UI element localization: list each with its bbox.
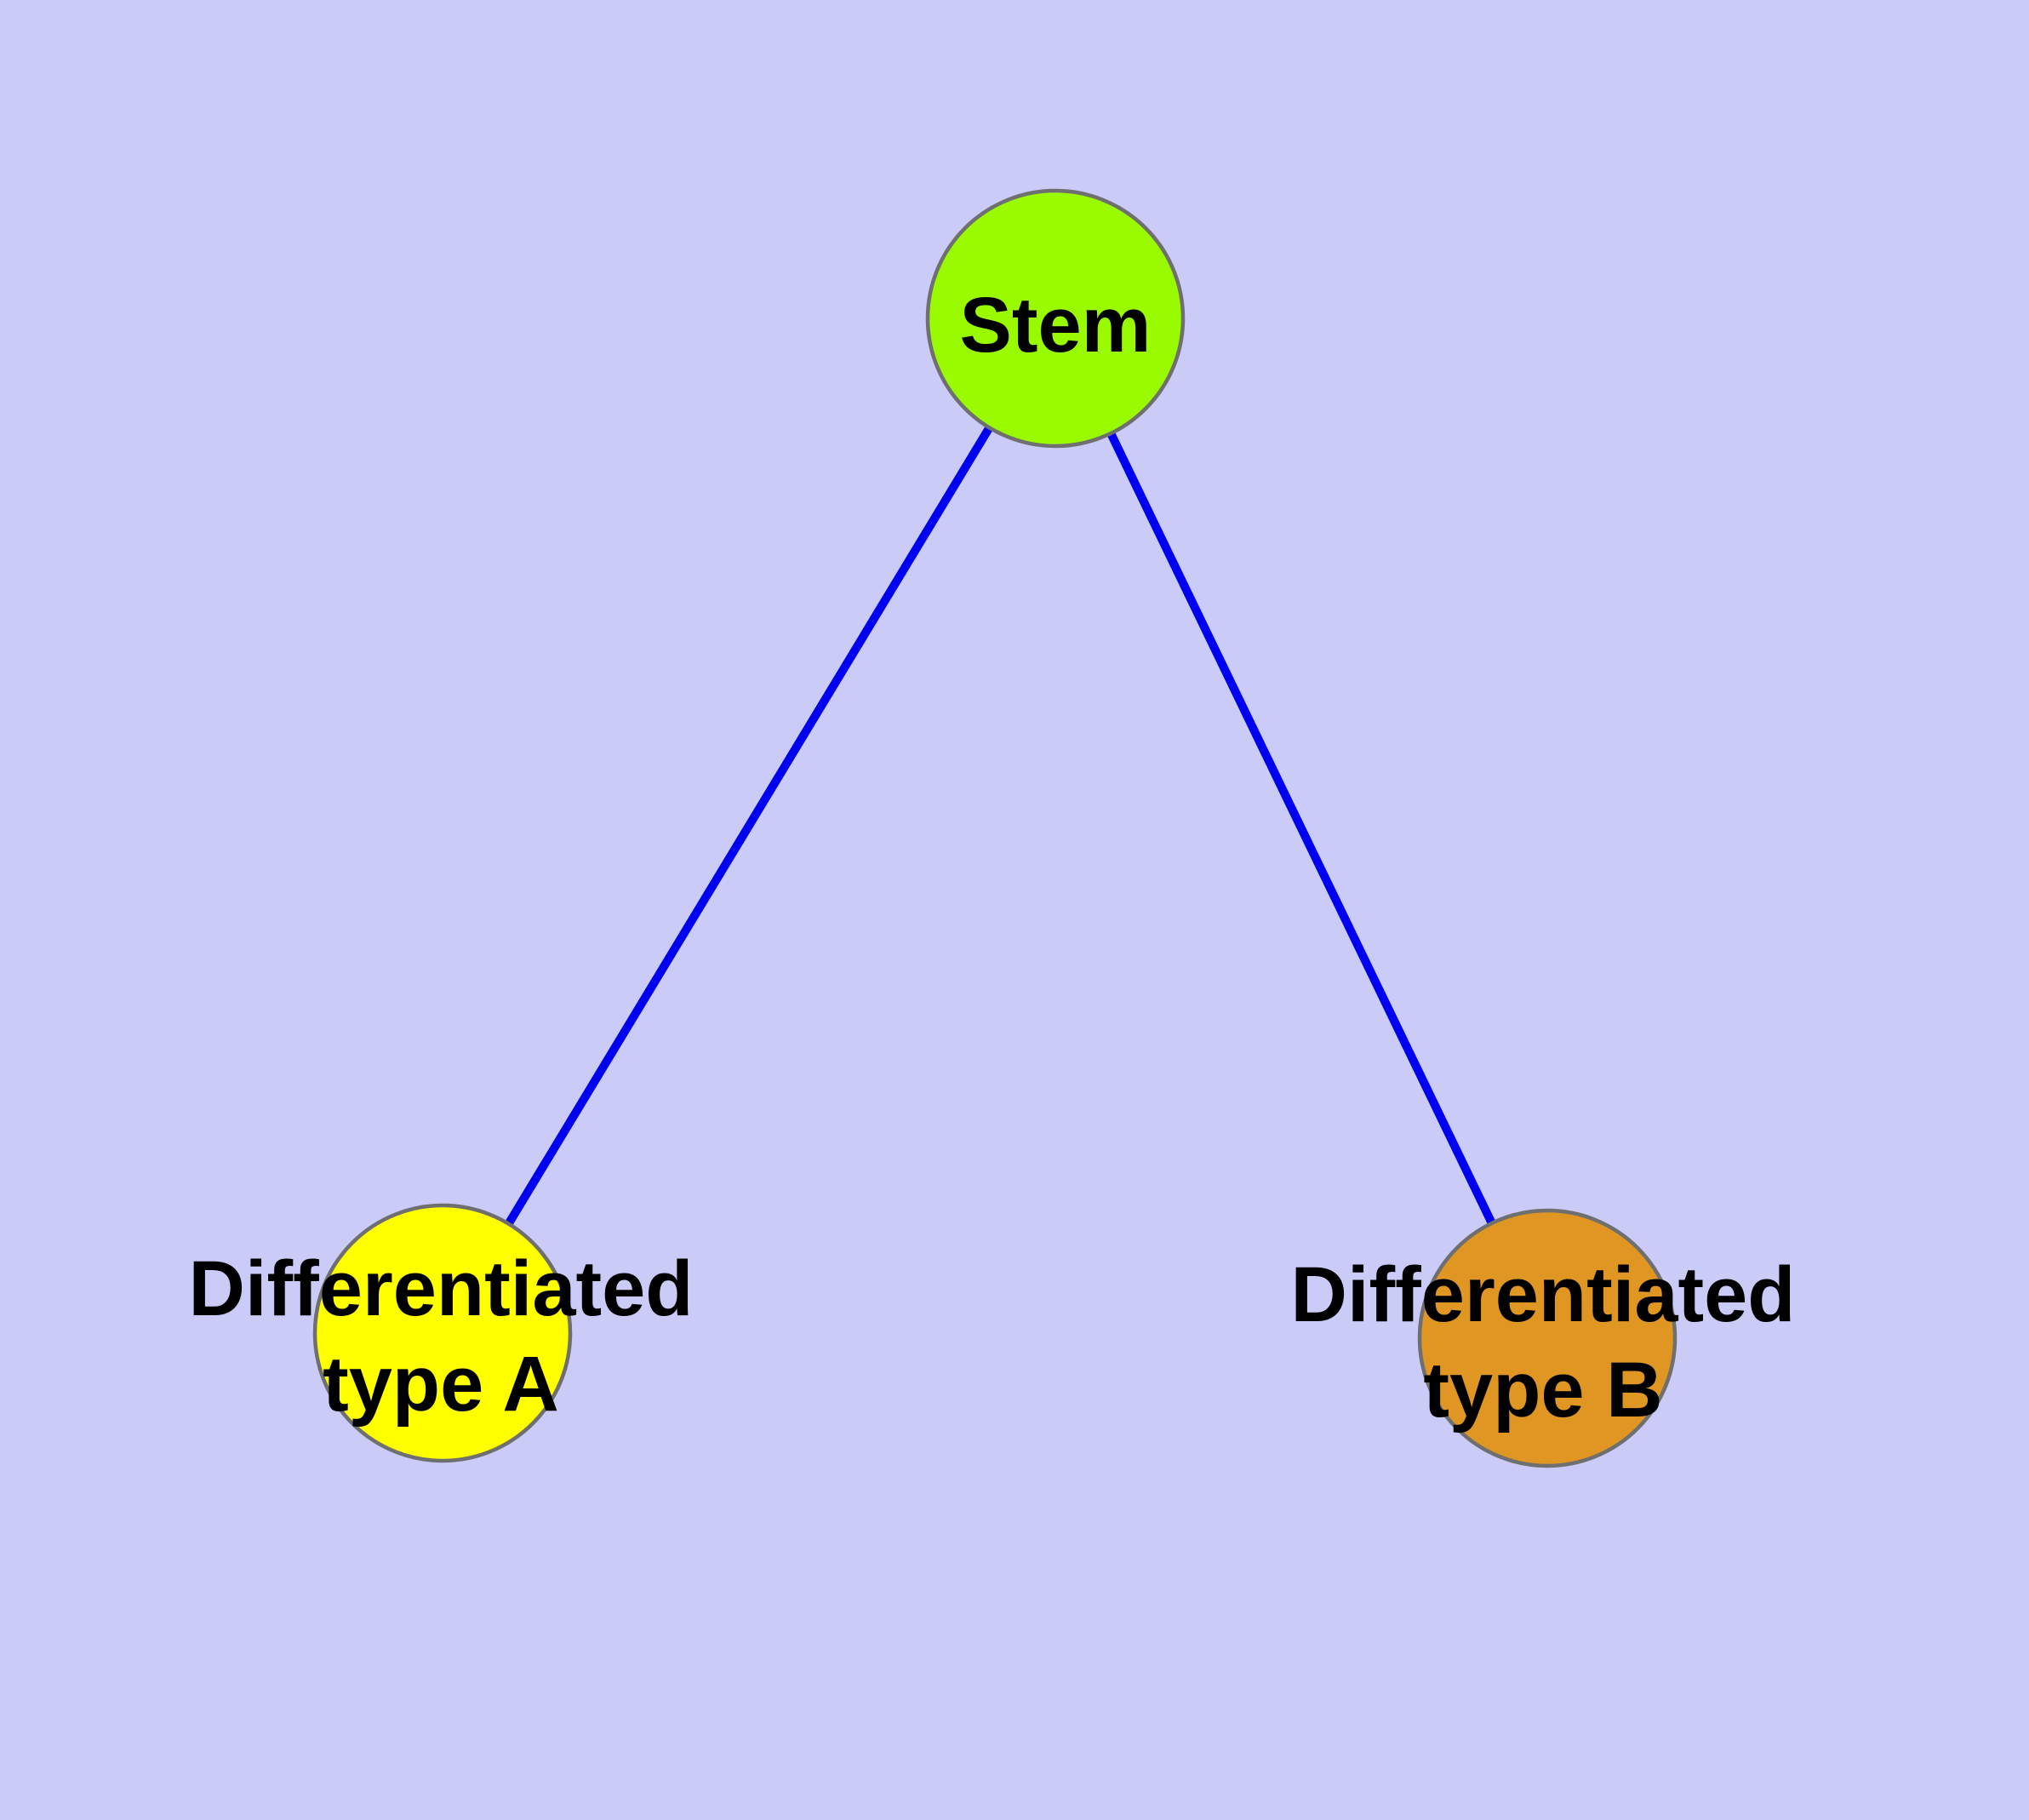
node-stem-label: Stem [960,282,1152,369]
edge-stem-to-type-a [438,316,1060,1336]
node-type-b-circle [1417,1208,1677,1468]
node-type-a-label-line1: Differentiated [189,1245,694,1332]
node-type-b-label-line2: type B [1423,1347,1662,1434]
node-stem-circle [925,188,1186,449]
node-type-b-label-line1: Differentiated [1291,1251,1796,1338]
node-type-a-label-line2: type A [323,1341,559,1428]
edge-stem-to-type-b [1051,316,1552,1341]
node-type-a-circle [312,1203,573,1463]
